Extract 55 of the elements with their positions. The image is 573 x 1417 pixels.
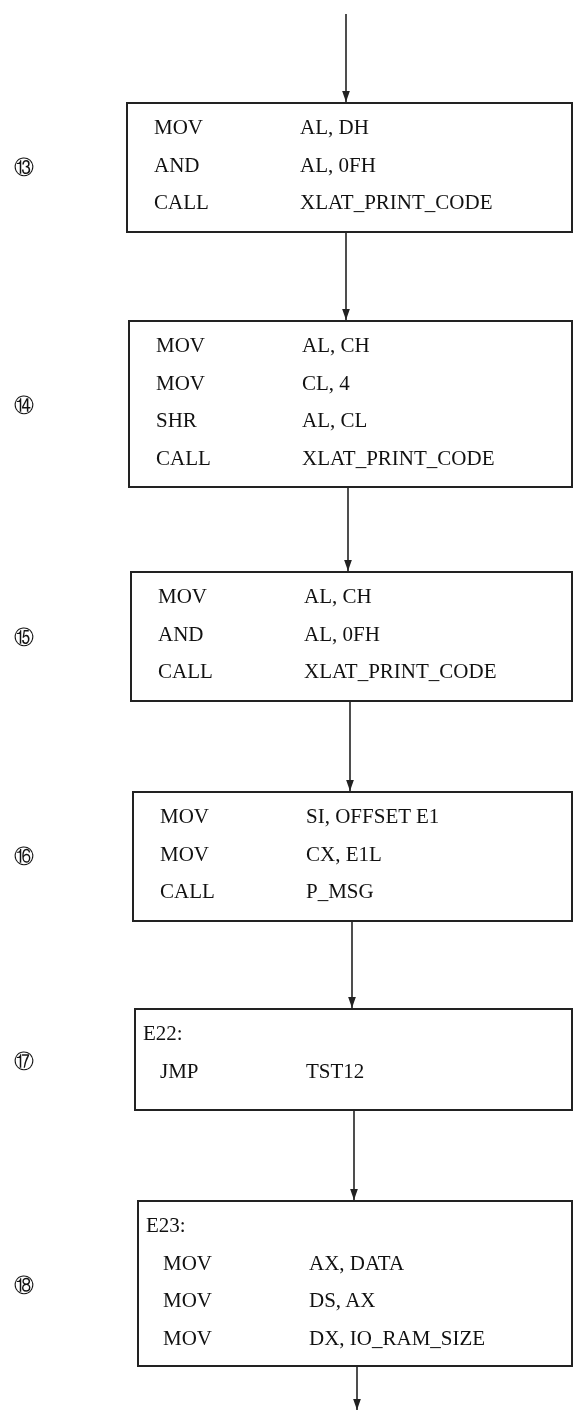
operand-text: AL, CH bbox=[302, 333, 370, 357]
operand-text: XLAT_PRINT_CODE bbox=[300, 190, 493, 214]
operand-text: DS, AX bbox=[309, 1288, 376, 1312]
instruction-text: MOV bbox=[154, 115, 203, 139]
code-label: E22: bbox=[143, 1021, 183, 1045]
arrow bbox=[350, 1110, 358, 1201]
instruction-text: CALL bbox=[154, 190, 209, 214]
process-box bbox=[137, 1200, 573, 1367]
instruction-text: MOV bbox=[163, 1325, 212, 1350]
instruction-text: JMP bbox=[160, 1058, 199, 1083]
operand-text: DX, IO_RAM_SIZE bbox=[309, 1325, 486, 1350]
instruction-text: MOV bbox=[158, 584, 207, 608]
process-box bbox=[134, 1008, 573, 1111]
instruction-text: MOV bbox=[160, 804, 209, 828]
instruction-text: AND bbox=[154, 152, 200, 177]
process-box bbox=[132, 791, 573, 922]
operand-text: AX, DATA bbox=[309, 1250, 405, 1275]
arrow bbox=[353, 1366, 361, 1411]
process-box bbox=[130, 571, 573, 702]
instruction-text: CALL bbox=[160, 879, 215, 903]
step-number: ⑯ bbox=[14, 844, 34, 868]
operand-text: P_MSG bbox=[306, 879, 374, 903]
operand-text: CL, 4 bbox=[302, 370, 350, 395]
operand-text: TST12 bbox=[306, 1058, 365, 1083]
operand-text: XLAT_PRINT_CODE bbox=[304, 659, 497, 683]
instruction-text: CALL bbox=[158, 659, 213, 683]
step-number: ⑱ bbox=[14, 1273, 34, 1297]
process-box bbox=[126, 102, 573, 233]
arrow bbox=[342, 13, 350, 103]
operand-text: CX, E1L bbox=[306, 841, 382, 866]
instruction-text: CALL bbox=[156, 445, 211, 470]
instruction-text: AND bbox=[158, 621, 204, 646]
instruction-text: MOV bbox=[156, 370, 205, 395]
arrow bbox=[344, 487, 352, 572]
instruction-text: MOV bbox=[160, 841, 209, 866]
operand-text: AL, 0FH bbox=[300, 152, 376, 177]
arrow bbox=[348, 921, 356, 1009]
operand-text: AL, CL bbox=[302, 408, 368, 432]
process-box bbox=[128, 320, 573, 488]
instruction-text: MOV bbox=[163, 1250, 212, 1275]
operand-text: AL, DH bbox=[300, 115, 369, 139]
operand-text: SI, OFFSET E1 bbox=[306, 804, 440, 828]
code-label: E23: bbox=[146, 1213, 186, 1237]
arrow bbox=[342, 232, 350, 321]
operand-text: XLAT_PRINT_CODE bbox=[302, 445, 495, 470]
step-number: ⑭ bbox=[14, 393, 34, 417]
step-number: ⑬ bbox=[14, 155, 34, 179]
operand-text: AL, CH bbox=[304, 584, 372, 608]
instruction-text: MOV bbox=[163, 1288, 212, 1312]
operand-text: AL, 0FH bbox=[304, 621, 380, 646]
step-number: ⑰ bbox=[14, 1049, 34, 1073]
instruction-text: MOV bbox=[156, 333, 205, 357]
arrow bbox=[346, 701, 354, 792]
instruction-text: SHR bbox=[156, 408, 197, 432]
step-number: ⑮ bbox=[14, 625, 34, 649]
